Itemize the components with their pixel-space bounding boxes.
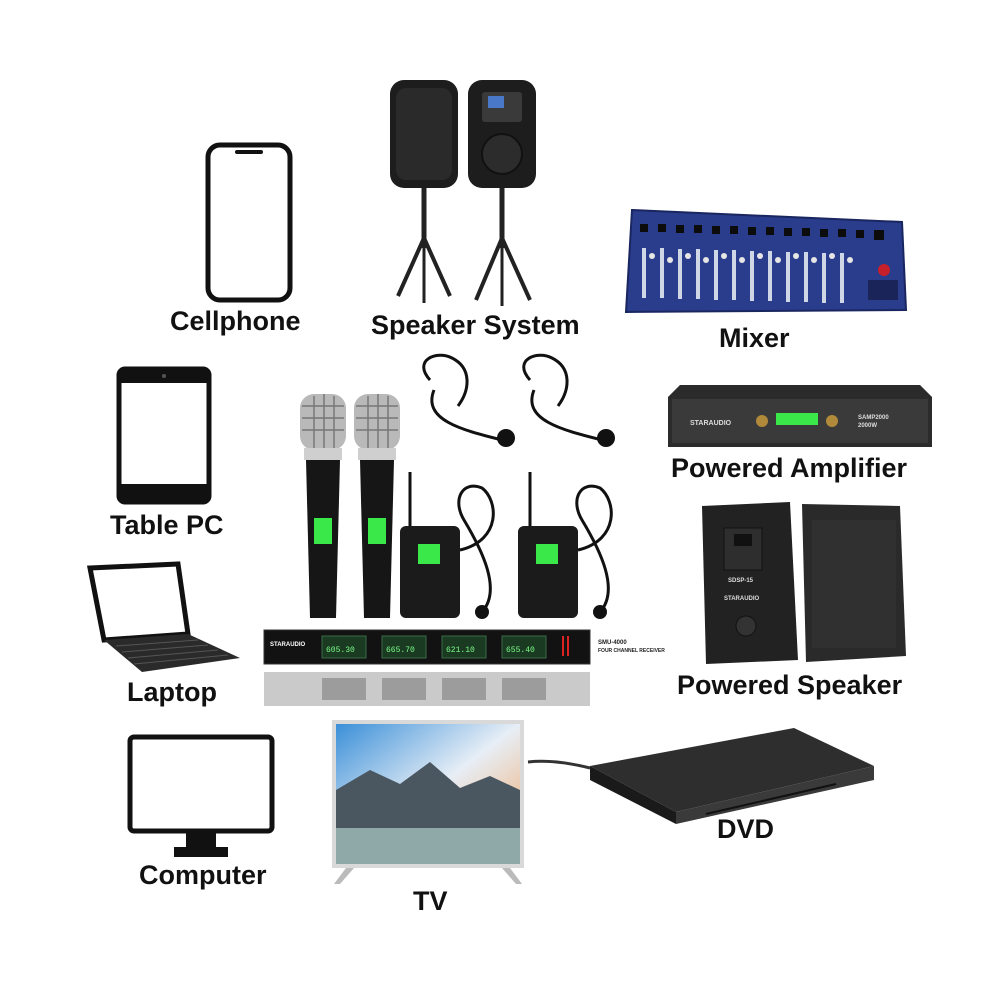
- tv-image: [332, 720, 524, 884]
- channel-4-freq: 655.40: [506, 646, 535, 655]
- computer-image: [127, 734, 275, 857]
- cellphone-label: Cellphone: [170, 306, 301, 336]
- powered-speaker-brand: STARAUDIO: [724, 596, 760, 602]
- amplifier-brand: STARAUDIO: [690, 420, 732, 427]
- channel-3-freq: 621.10: [446, 646, 475, 655]
- receiver-model: SMU-4000: [598, 640, 627, 646]
- wireless-microphone-system-image: STARAUDIO 605.30 665.70 621.10 655.40 SM…: [263, 353, 665, 706]
- speaker-system-image: [390, 80, 536, 306]
- mixer-label: Mixer: [719, 323, 790, 353]
- cellphone-image: [205, 142, 293, 303]
- channel-1-freq: 605.30: [326, 646, 355, 655]
- laptop-image: [86, 561, 240, 672]
- receiver-description: FOUR CHANNEL RECEIVER: [598, 648, 665, 654]
- amplifier-model: SAMP2000: [858, 415, 889, 421]
- channel-2-freq: 665.70: [386, 646, 415, 655]
- amplifier-power: 2000W: [858, 423, 877, 429]
- speaker-system-label: Speaker System: [371, 310, 580, 340]
- powered-amplifier-image: STARAUDIO SAMP2000 2000W: [668, 385, 932, 447]
- table-pc-label: Table PC: [110, 510, 224, 540]
- powered-speaker-image: SDSP-15 STARAUDIO: [702, 502, 906, 664]
- tablet-image: [116, 366, 212, 505]
- mixer-image: [624, 208, 908, 314]
- powered-amplifier-label: Powered Amplifier: [671, 453, 908, 483]
- receiver-brand: STARAUDIO: [270, 642, 306, 648]
- powered-speaker-model: SDSP-15: [728, 578, 754, 584]
- tv-label: TV: [413, 886, 448, 916]
- computer-label: Computer: [139, 860, 267, 890]
- powered-speaker-label: Powered Speaker: [677, 670, 903, 700]
- dvd-image: [527, 728, 874, 824]
- laptop-label: Laptop: [127, 677, 217, 707]
- dvd-label: DVD: [717, 814, 775, 844]
